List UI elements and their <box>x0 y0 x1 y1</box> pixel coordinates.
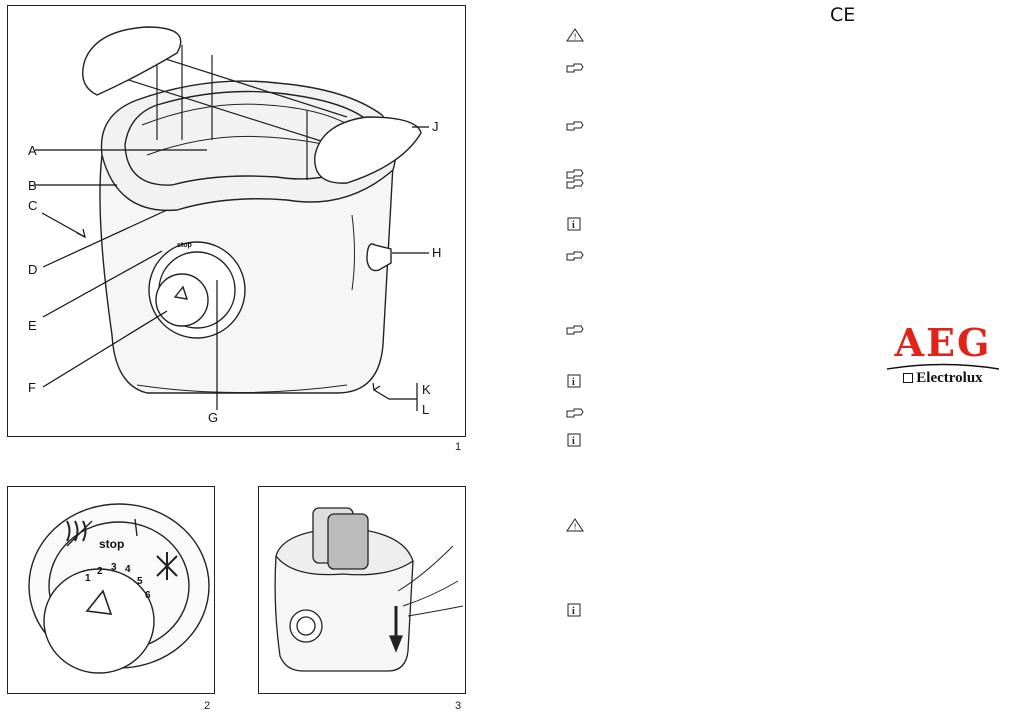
dial-number-2: 2 <box>97 566 103 577</box>
electrolux-icon <box>903 373 914 383</box>
hand-icon <box>566 251 584 261</box>
hand-icon <box>566 63 584 73</box>
info-icon: i <box>567 433 581 447</box>
brand-swoosh <box>886 363 1000 370</box>
hand-icon <box>566 179 584 189</box>
figure-3-number: 3 <box>455 700 462 712</box>
figure-2-number: 2 <box>204 700 211 712</box>
figure-1-number: 1 <box>455 441 462 453</box>
dial-number-6: 6 <box>145 590 151 601</box>
hand-icon <box>566 121 584 131</box>
callout-h: H <box>432 245 442 260</box>
callout-c: C <box>28 198 38 213</box>
svg-text:i: i <box>572 220 575 231</box>
dial-number-5: 5 <box>137 576 143 587</box>
dial-number-4: 4 <box>125 564 131 575</box>
callout-e: E <box>28 318 37 333</box>
dial-stop-label: stop <box>99 537 124 551</box>
brand-logo-text: AEG <box>894 320 992 365</box>
callout-b: B <box>28 178 37 193</box>
info-icon: i <box>567 603 581 617</box>
dial-number-1: 1 <box>85 573 91 584</box>
info-icon: i <box>567 217 581 231</box>
callout-f: F <box>28 380 36 395</box>
svg-text:stop: stop <box>177 242 192 249</box>
dial-number-3: 3 <box>111 562 117 573</box>
callout-d: D <box>28 262 38 277</box>
warning-icon: ! <box>566 518 584 532</box>
dial-closeup-illustration: stop 1 2 3 4 5 6 <box>28 503 210 674</box>
callout-a: A <box>28 143 37 158</box>
toaster-illustration: stop <box>35 26 429 411</box>
hand-icon <box>566 169 584 179</box>
svg-text:i: i <box>572 436 575 447</box>
svg-text:i: i <box>572 377 575 388</box>
brand-sub: Electrolux <box>885 370 1001 386</box>
svg-text:!: ! <box>574 523 577 532</box>
callout-j: J <box>432 119 439 134</box>
svg-text:!: ! <box>574 33 577 42</box>
callout-g: G <box>208 410 219 425</box>
hand-icon <box>566 408 584 418</box>
toasting-illustration <box>274 507 464 672</box>
brand-logo: AEG Electrolux <box>885 324 1001 386</box>
callout-l: L <box>422 402 430 417</box>
warning-icon: ! <box>566 28 584 42</box>
svg-text:i: i <box>572 606 575 617</box>
ce-mark: CE <box>830 4 856 26</box>
callout-k: K <box>422 382 431 397</box>
brand-sub-text: Electrolux <box>916 370 983 386</box>
hand-icon <box>566 325 584 335</box>
info-icon: i <box>567 374 581 388</box>
